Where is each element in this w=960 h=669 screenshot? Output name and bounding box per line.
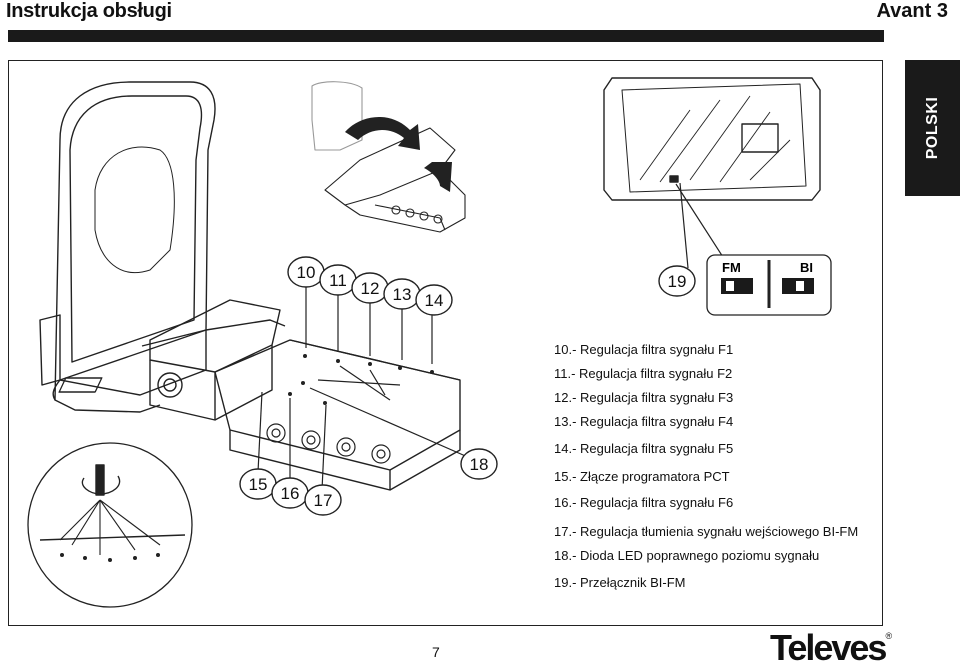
callout-10: 10 (297, 263, 316, 282)
callout-18: 18 (470, 455, 489, 474)
legend-item: 10.- Regulacja filtra sygnału F1 (554, 342, 734, 357)
cover-hinge-illustration (311, 81, 466, 233)
circuit-board-illustration (603, 77, 821, 201)
legend-item: 17.- Regulacja tłumienia sygnału wejścio… (554, 524, 859, 539)
legend-item: 13.- Regulacja filtra sygnału F4 (554, 414, 734, 429)
page-title: Instrukcja obsługi (6, 0, 172, 22)
callout-14: 14 (425, 291, 444, 310)
language-tab: POLSKI (905, 60, 960, 196)
legend-item: 15.- Złącze programatora PCT (554, 469, 730, 484)
legend-item: 19.- Przełącznik BI-FM (554, 575, 686, 590)
legend-item: 11.- Regulacja filtra sygnału F2 (554, 366, 733, 381)
callout-16: 16 (281, 484, 300, 503)
callout-13: 13 (393, 285, 412, 304)
callout-12: 12 (361, 279, 380, 298)
housing-illustration (39, 81, 286, 413)
callout-17: 17 (314, 491, 333, 510)
legend-item: 16.- Regulacja filtra sygnału F6 (554, 495, 734, 510)
bi-fm-switch: FM BI (706, 254, 832, 316)
callout-15: 15 (249, 475, 268, 494)
header-bar (8, 30, 884, 42)
brand-name: Televes (770, 627, 887, 668)
close-arrow-icon (424, 162, 452, 192)
legend-item: 12.- Regulacja filtra sygnału F3 (554, 390, 734, 405)
legend-item: 14.- Regulacja filtra sygnału F5 (554, 441, 734, 456)
callout-11: 11 (329, 271, 347, 290)
switch-label-bi: BI (800, 260, 813, 275)
switch-label-fm: FM (722, 260, 741, 275)
amplifier-module (58, 299, 461, 491)
page-number: 7 (432, 644, 440, 660)
open-arrow-icon (345, 117, 420, 150)
product-model: Avant 3 (876, 0, 948, 22)
callout-19: 19 (668, 272, 687, 291)
brand-logo: Televes® (770, 627, 893, 668)
content-frame (8, 60, 883, 626)
screwdriver-inset (27, 442, 193, 608)
legend-item: 18.- Dioda LED poprawnego poziomu sygnał… (554, 548, 820, 563)
